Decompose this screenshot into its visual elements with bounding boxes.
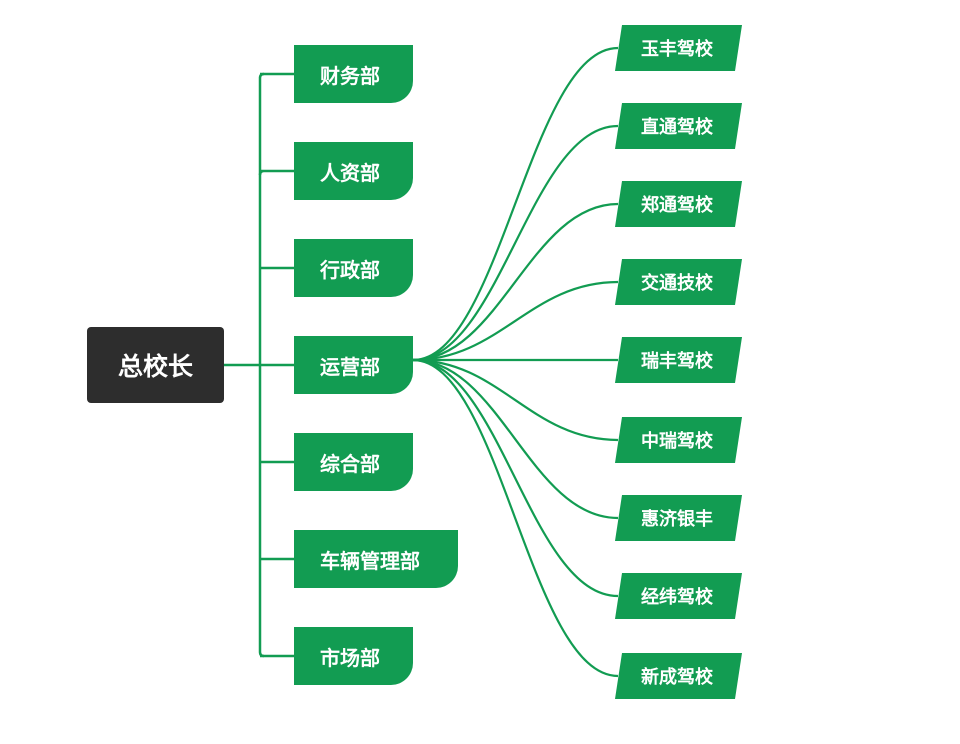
school-curve: [412, 202, 619, 362]
school-label: 惠济银丰: [641, 509, 713, 530]
school-node[interactable]: 瑞丰驾校: [615, 337, 742, 383]
school-node[interactable]: 郑通驾校: [615, 181, 742, 227]
school-label: 经纬驾校: [641, 587, 713, 608]
school-node[interactable]: 直通驾校: [615, 103, 742, 149]
school-node[interactable]: 中瑞驾校: [615, 417, 742, 463]
school-curve: [412, 358, 619, 442]
school-label: 交通技校: [641, 273, 713, 294]
school-curve: [412, 280, 619, 362]
root-node[interactable]: 总校长: [87, 327, 224, 403]
dept-label: 财务部: [320, 63, 380, 88]
dept-label: 行政部: [320, 257, 380, 282]
school-node[interactable]: 新成驾校: [615, 653, 742, 699]
school-label: 中瑞驾校: [641, 431, 713, 452]
dept-label: 市场部: [320, 645, 380, 670]
school-label: 直通驾校: [641, 117, 713, 138]
school-node[interactable]: 玉丰驾校: [615, 25, 742, 71]
dept-label: 综合部: [320, 451, 380, 476]
school-curve: [412, 358, 619, 520]
school-label: 郑通驾校: [641, 195, 713, 216]
dept-node-general[interactable]: 综合部: [294, 433, 413, 491]
dept-label: 运营部: [320, 354, 380, 379]
dept-trunk: [258, 72, 265, 658]
school-curve: [412, 46, 619, 362]
school-curve: [412, 358, 619, 678]
dept-node-finance[interactable]: 财务部: [294, 45, 413, 103]
root-label: 总校长: [117, 352, 193, 381]
school-label: 瑞丰驾校: [641, 351, 713, 372]
dept-node-vehicle[interactable]: 车辆管理部: [294, 530, 458, 588]
dept-label: 人资部: [320, 160, 380, 185]
school-label: 玉丰驾校: [641, 39, 713, 60]
dept-label: 车辆管理部: [320, 548, 420, 573]
school-node[interactable]: 经纬驾校: [615, 573, 742, 619]
school-label: 新成驾校: [641, 667, 713, 688]
dept-node-admin[interactable]: 行政部: [294, 239, 413, 297]
dept-node-marketing[interactable]: 市场部: [294, 627, 413, 685]
dept-node-operations[interactable]: 运营部: [294, 336, 413, 394]
dept-node-hr[interactable]: 人资部: [294, 142, 413, 200]
dept-branch: [258, 169, 294, 176]
school-node[interactable]: 惠济银丰: [615, 495, 742, 541]
school-node[interactable]: 交通技校: [615, 259, 742, 305]
school-curve: [412, 124, 619, 362]
